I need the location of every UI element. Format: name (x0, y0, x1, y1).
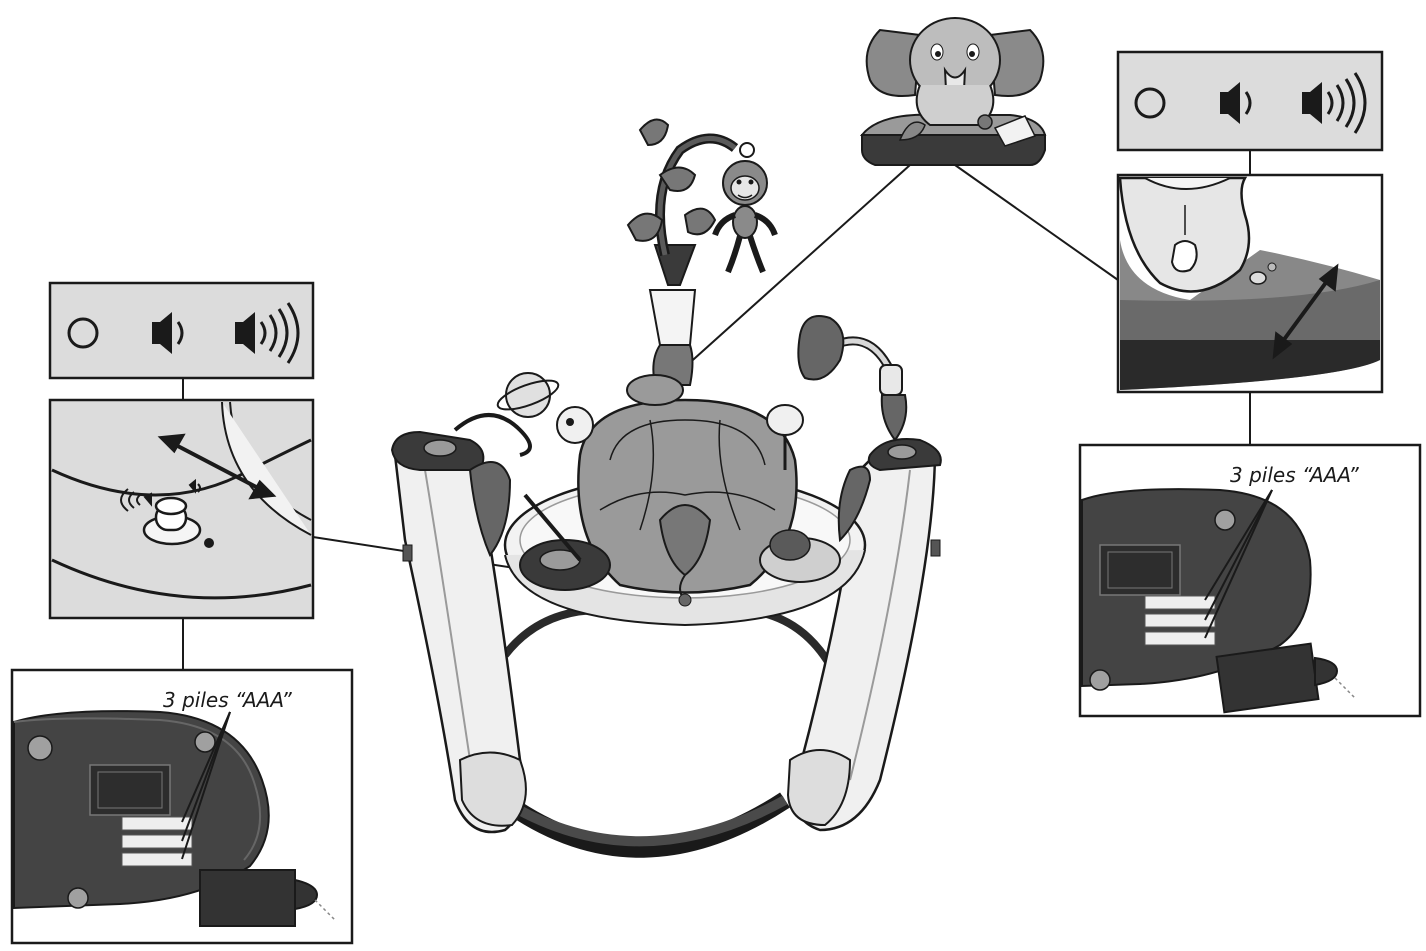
circle-off-icon (1134, 87, 1166, 119)
double-arrow-icon (157, 433, 277, 500)
volume-panel-right (1116, 50, 1384, 152)
sound-wave-icon (120, 478, 201, 512)
speaker-high-icon (1302, 72, 1367, 134)
battery-cover-right (1215, 642, 1356, 714)
double-arrow-icon (1272, 263, 1339, 360)
speaker-high-icon (235, 302, 300, 364)
battery-label-right: 3 piles “AAA” (1230, 463, 1359, 487)
battery-closeup-right: 3 piles “AAA” (1078, 443, 1422, 718)
slide-switch-icon (142, 496, 202, 546)
circle-off-icon (67, 317, 99, 349)
switch-closeup-left (48, 398, 315, 620)
battery-slots-left (121, 816, 193, 867)
battery-label-left: 3 piles “AAA” (163, 688, 292, 712)
speaker-low-icon (1220, 82, 1252, 124)
volume-panel-left (48, 281, 315, 380)
battery-closeup-left: 3 piles “AAA” (10, 668, 354, 945)
battery-slots-right (1144, 595, 1216, 646)
elephant-toy (859, 17, 1047, 166)
indicator-dot (204, 538, 214, 548)
switch-closeup-right (1116, 173, 1384, 394)
battery-cover-left (199, 869, 336, 927)
speaker-low-icon (152, 312, 184, 354)
jumper-assembly (390, 118, 942, 858)
